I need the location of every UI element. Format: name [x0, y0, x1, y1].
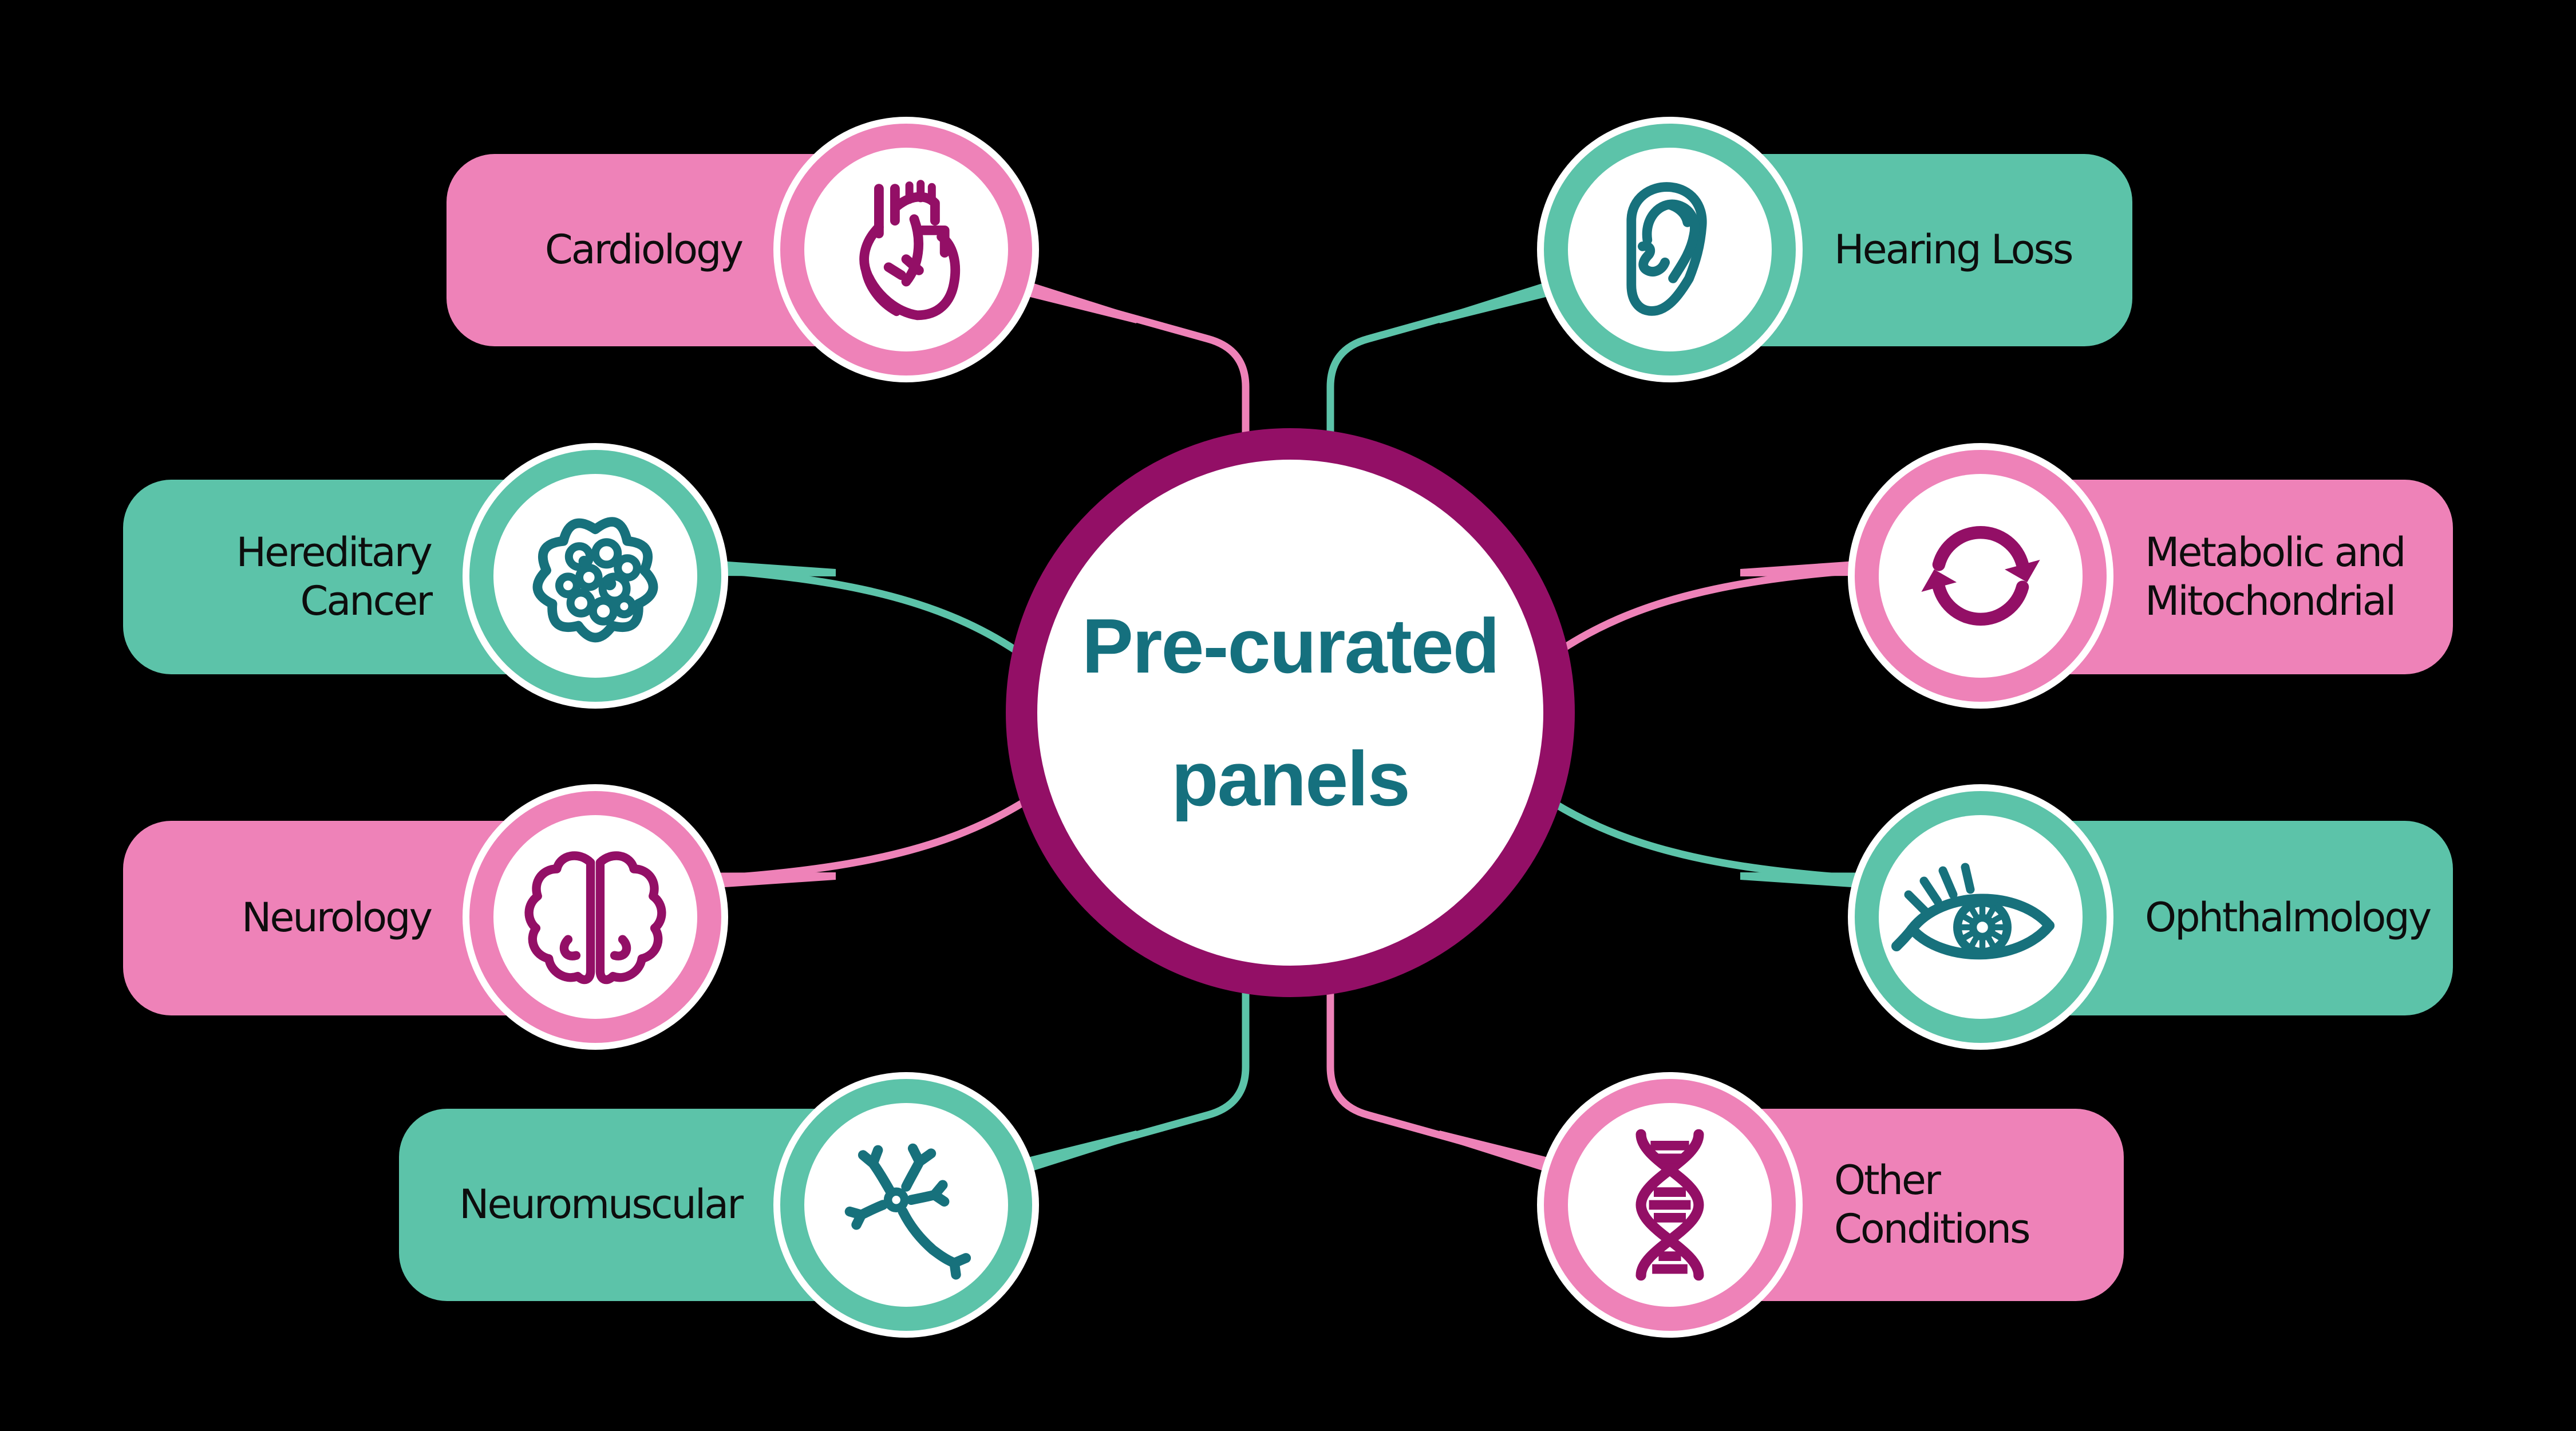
eye-icon — [1891, 863, 2055, 960]
panel-label-line: Conditions — [1834, 1205, 2031, 1252]
badge-face — [493, 474, 697, 678]
badge-ring — [780, 1079, 1032, 1331]
panel-label-line: Neuromuscular — [459, 1181, 744, 1228]
badge-ring — [1855, 450, 2107, 702]
panel-label: Hearing Loss — [1670, 226, 2132, 274]
panel-label-line: Hereditary — [236, 528, 433, 576]
badge-ring — [469, 791, 721, 1043]
panel-label-line: Neurology — [242, 894, 433, 942]
panel-label-line: Hearing Loss — [1834, 226, 2073, 274]
badge-face — [1879, 474, 2083, 678]
heart-icon — [859, 180, 961, 321]
panel-label-line: Cardiology — [544, 226, 744, 274]
panel-label-line: Metabolic and — [2145, 528, 2406, 576]
badge-face — [804, 1103, 1008, 1307]
panel-label: Neurology — [123, 894, 595, 942]
badge-ring — [469, 450, 721, 702]
badge-face — [493, 815, 697, 1019]
center-title-line: panels — [1171, 736, 1411, 822]
cycle-arrows-icon — [1921, 525, 2040, 626]
cancer-cells-icon — [532, 517, 658, 643]
panel-label: Ophthalmology — [1981, 894, 2453, 942]
badge-face — [804, 148, 1008, 351]
badge-ophthalmology — [1848, 784, 2113, 1050]
badge-ring — [780, 124, 1032, 375]
connector-cardiology — [905, 251, 1250, 452]
center-title: Pre-curated panels — [1081, 580, 1500, 845]
badge-face — [1568, 1103, 1772, 1307]
panel-label: Cardiology — [447, 226, 906, 274]
panel-label: Neuromuscular — [399, 1180, 906, 1229]
badge-other-conditions — [1537, 1072, 1803, 1338]
panel-label-line: Ophthalmology — [2145, 894, 2432, 942]
badge-face — [1879, 815, 2083, 1019]
badge-neurology — [463, 784, 728, 1050]
panel-label-line: Mitochondrial — [2145, 578, 2396, 624]
connector-hearing-loss — [1326, 251, 1671, 452]
badge-ring — [1544, 1079, 1796, 1331]
badge-hereditary-cancer — [463, 443, 728, 709]
panel-label-line: Cancer — [300, 578, 433, 624]
ear-icon — [1626, 182, 1707, 316]
badge-hearing-loss — [1537, 117, 1803, 382]
badge-ring — [1544, 124, 1796, 375]
connector-neuromuscular — [905, 973, 1250, 1203]
badge-ring — [1855, 791, 2107, 1043]
center-title-line: Pre-curated — [1081, 602, 1500, 689]
badge-metabolic-mitochondrial — [1848, 443, 2113, 709]
panel-label-line: Other — [1834, 1156, 1941, 1204]
dna-icon — [1635, 1129, 1704, 1281]
connector-other-conditions — [1326, 973, 1671, 1203]
brain-icon — [524, 837, 675, 997]
badge-face — [1568, 148, 1772, 351]
neuron-icon — [844, 1143, 971, 1280]
badge-cardiology — [773, 117, 1039, 382]
center-circle: Pre-curated panels — [1006, 428, 1575, 997]
badge-neuromuscular — [773, 1072, 1039, 1338]
